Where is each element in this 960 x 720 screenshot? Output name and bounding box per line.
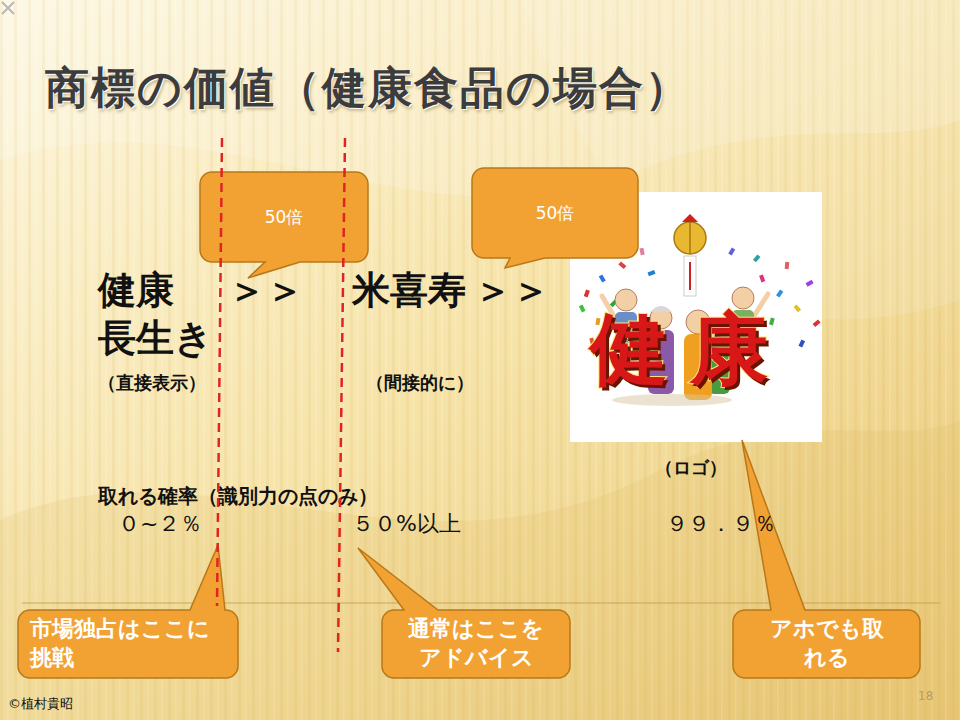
term-label: 健康 [98, 270, 174, 312]
callout-text: 50倍 [536, 202, 575, 224]
confetti-piece [618, 262, 626, 270]
confetti-piece [806, 280, 814, 287]
figure-head [615, 289, 637, 311]
boundary-dashed-line [338, 138, 345, 652]
boundary-dashed-line [217, 138, 222, 606]
term-label: 米喜寿 [352, 270, 466, 312]
term-note: （ロゴ） [655, 458, 727, 478]
copyright-note: ©植村貴昭 [8, 697, 73, 711]
figure-head [732, 287, 754, 309]
confetti-piece [798, 339, 805, 347]
confetti-piece [776, 289, 783, 297]
callout-outline [18, 545, 238, 678]
term-note: （直接表示） [98, 373, 206, 393]
term-note: （間接的に） [366, 373, 474, 393]
confetti-piece [759, 274, 765, 282]
logo-lettering: 健康 [590, 310, 790, 388]
callout-text: アホでも取れる [759, 615, 895, 672]
confetti-piece [640, 248, 645, 256]
callout-text: 市場独占はここに挑戦 [30, 615, 210, 672]
confetti-piece [728, 247, 735, 255]
background-wave [0, 420, 960, 720]
ratio-callout: 50倍 [200, 172, 368, 262]
note-callout: 市場独占はここに挑戦 [18, 610, 238, 678]
ball [674, 222, 706, 254]
comparison-sign: ＞＞ [474, 270, 550, 312]
ball-bow [682, 214, 698, 222]
callout-outline [200, 172, 368, 278]
callout-text: 通常はここをアドバイス [408, 615, 544, 672]
figure-shadow [612, 394, 732, 406]
probability-value: ０~２％ [118, 512, 202, 536]
confetti-piece [813, 320, 821, 328]
callout-text: 50倍 [265, 206, 304, 228]
confetti-piece [584, 289, 590, 297]
ball-banner [684, 256, 696, 296]
confetti-piece [785, 262, 790, 269]
confetti-piece [794, 304, 802, 312]
note-callout: アホでも取れる [733, 610, 920, 678]
confetti-piece [599, 274, 606, 282]
page-number: 18 [918, 690, 933, 703]
ratio-callout: 50倍 [472, 168, 638, 258]
banner-mark [689, 262, 691, 290]
callout-outline [358, 548, 570, 678]
note-callout: 通常はここをアドバイス [382, 610, 570, 678]
logo-mark: 健康 [570, 192, 822, 442]
row-heading: 取れる確率（識別力の点のみ） [98, 485, 378, 507]
kusudama-ball [674, 214, 706, 296]
probability-value: ９９．９％ [666, 512, 776, 536]
confetti-piece [579, 304, 586, 312]
slide-title: 商標の価値（健康食品の場合） [45, 64, 691, 112]
confetti-piece [753, 254, 761, 262]
callout-outline [472, 168, 638, 268]
probability-value: ５０%以上 [352, 512, 461, 536]
comparison-sign: ＞＞ [228, 270, 304, 312]
ball-seam [689, 222, 691, 254]
corner-mark [2, 2, 14, 14]
callout-outline [733, 440, 920, 678]
confetti-piece [648, 270, 656, 276]
term-label: 長生き [98, 318, 213, 360]
